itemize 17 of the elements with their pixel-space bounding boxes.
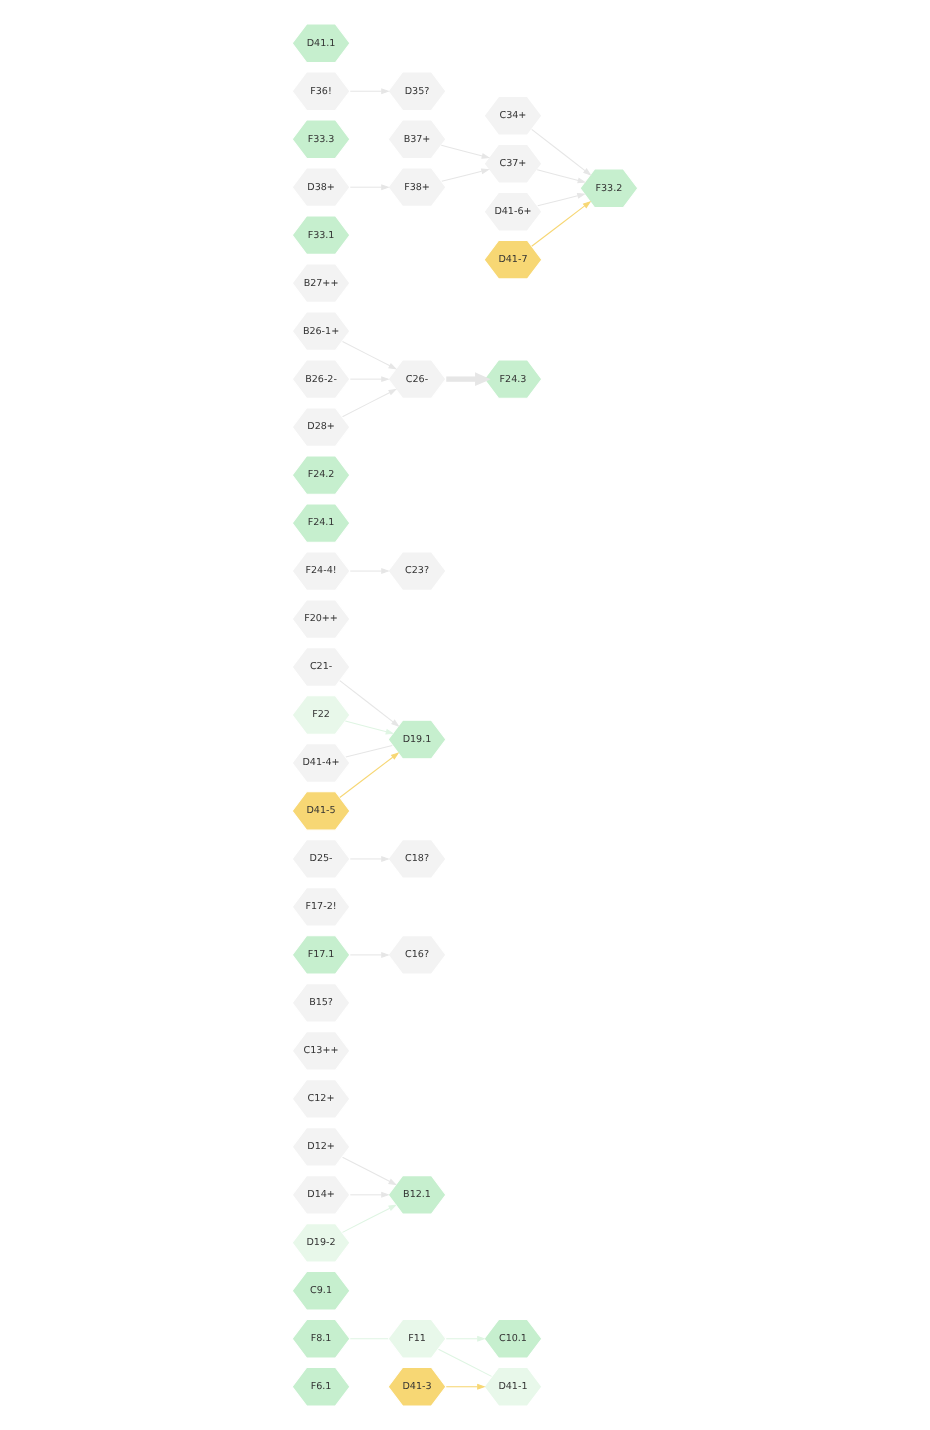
arrow: [531, 128, 592, 176]
arrow: [446, 372, 491, 386]
arrow: [341, 341, 398, 370]
arrow: [341, 1204, 398, 1233]
arrow: [341, 1156, 398, 1186]
arrow: [339, 752, 400, 799]
connector: [345, 744, 393, 758]
arrow: [441, 168, 490, 182]
arrow: [445, 1383, 486, 1390]
arrow: [536, 169, 587, 184]
arrow: [531, 200, 592, 247]
arrow: [341, 388, 398, 418]
arrow: [440, 144, 491, 159]
arrow: [339, 680, 400, 727]
connector: [437, 1348, 493, 1377]
arrow: [344, 720, 395, 735]
arrow: [537, 192, 586, 207]
